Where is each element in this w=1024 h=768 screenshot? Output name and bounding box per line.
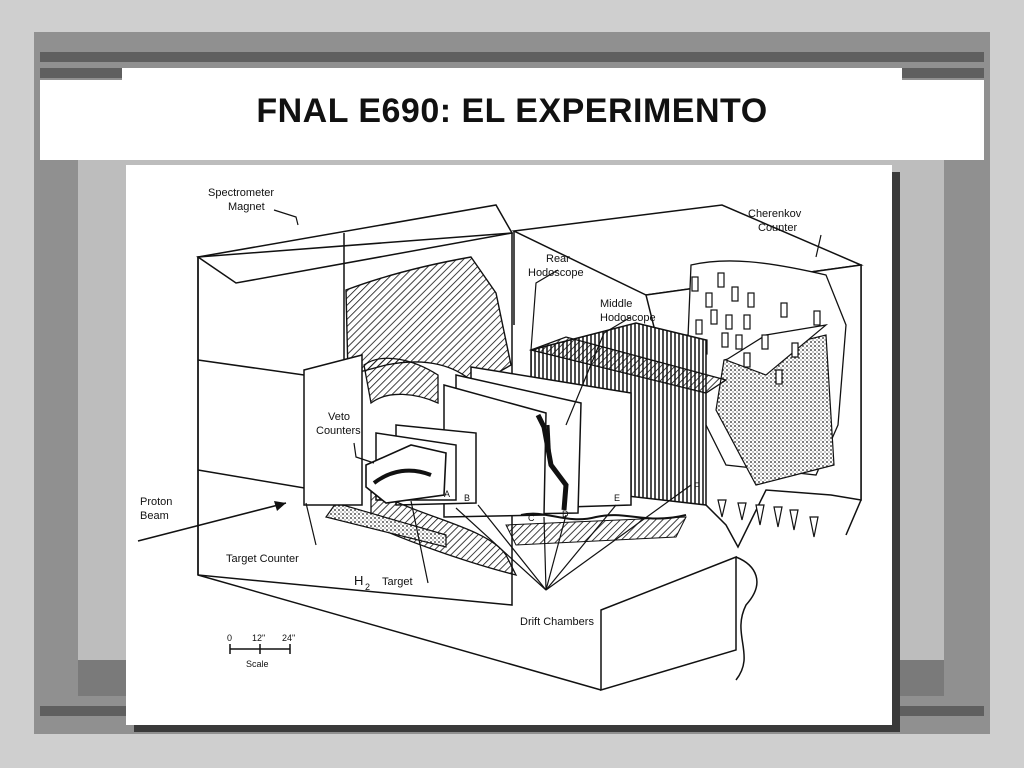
base-block [600, 555, 758, 692]
label-middle-line2: Hodoscope [600, 312, 656, 324]
scale-label: Scale [246, 659, 269, 669]
decor-band-top [40, 52, 984, 62]
scale-tick-12: 12" [252, 633, 265, 643]
label-rear-line2: Hodoscope [528, 267, 584, 279]
label-h2: H [354, 573, 363, 588]
label-veto-line2: Counters [316, 425, 361, 437]
scale-tick-24: 24" [282, 633, 295, 643]
label-drift-chambers: Drift Chambers [520, 616, 594, 628]
label-h2-subscript: 2 [365, 582, 370, 592]
label-proton-line1: Proton [140, 496, 172, 508]
label-proton-line2: Beam [140, 510, 169, 522]
label-chamber-c: C [528, 513, 535, 523]
label-chamber-d: D [562, 509, 569, 519]
target-floor [324, 502, 447, 548]
proton-beam-arrow [137, 502, 287, 542]
middle-hodoscope [528, 336, 728, 394]
diagram-svg: Spectrometer Magnet Cherenkov Counter Re… [137, 187, 864, 692]
chamber-edge-d [535, 413, 569, 511]
label-chamber-f: F [694, 481, 700, 491]
magnet-coil-bottom [370, 485, 518, 576]
label-rear-line1: Rear [546, 253, 570, 265]
scale-bar [229, 644, 291, 654]
label-cherenkov-line2: Counter [758, 222, 797, 234]
title-tab [122, 68, 902, 82]
label-spectrometer-line1: Spectrometer [208, 187, 274, 199]
title-box [40, 80, 984, 160]
h2-target [365, 444, 447, 504]
label-chamber-b: B [464, 493, 470, 503]
label-chamber-a: A [444, 489, 450, 499]
slide-title: FNAL E690: EL EXPERIMENTO [256, 92, 768, 130]
label-chamber-e: E [614, 493, 620, 503]
scale-tick-0: 0 [227, 633, 232, 643]
label-h2-target: Target [382, 576, 413, 588]
experiment-diagram: Spectrometer Magnet Cherenkov Counter Re… [126, 165, 892, 725]
label-cherenkov-line1: Cherenkov [748, 208, 802, 220]
label-spectrometer-line2: Magnet [228, 201, 265, 213]
magnet-coil-top [363, 357, 439, 405]
label-middle-line1: Middle [600, 298, 632, 310]
label-target-counter: Target Counter [226, 553, 299, 565]
label-veto-line1: Veto [328, 411, 350, 423]
pmt-array-bottom [717, 499, 819, 538]
front-panel [303, 354, 363, 506]
leader-lines [273, 209, 822, 591]
